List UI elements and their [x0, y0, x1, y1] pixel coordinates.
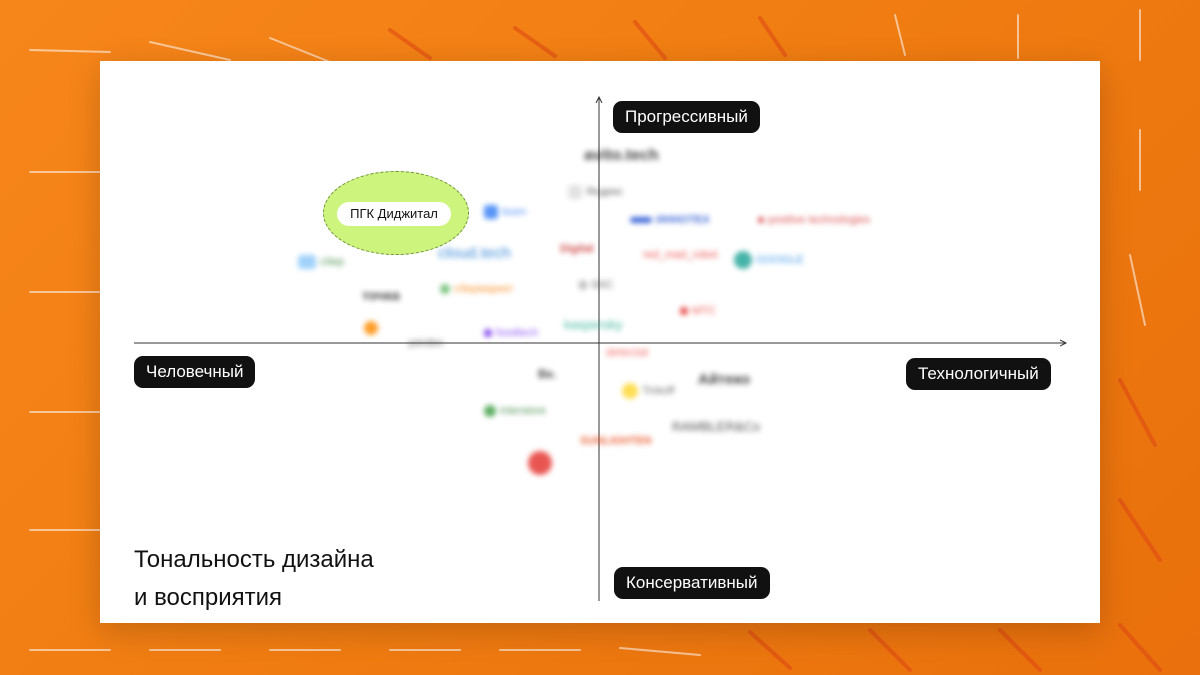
logos-blurred-field: avito.tech Яндекс team ИННОТЕХ positive …	[288, 141, 908, 496]
logo-item: yandex	[408, 337, 444, 349]
map-caption: Тональность дизайна и восприятия	[134, 541, 374, 617]
logo-item: Digital	[560, 243, 594, 255]
logo-item	[528, 451, 552, 475]
logo-item: GOOGLE	[734, 251, 804, 269]
axis-label-human: Человечный	[134, 356, 256, 388]
logo-item: ИННОТЕХ	[630, 214, 710, 226]
logo-item: positive technologies	[758, 214, 870, 226]
logo-item: cloud.tech	[438, 245, 511, 262]
logo-item: team	[484, 205, 526, 219]
logo-item: МТС	[680, 305, 716, 317]
logo-item: сбер	[298, 255, 344, 269]
logo-item: foodtech	[484, 327, 538, 339]
logo-item: kaspersky	[564, 317, 623, 332]
logo-item: точка	[362, 287, 400, 303]
axes	[134, 61, 1100, 601]
axis-label-progressive: Прогрессивный	[613, 101, 760, 133]
caption-line-2: и восприятия	[134, 584, 283, 611]
highlight-company-label: ПГК Диджитал	[337, 202, 451, 226]
logo-item: RAMBLER&Co	[672, 419, 761, 434]
caption-line-1: Тональность дизайна	[134, 546, 374, 573]
axis-label-conservative: Консервативный	[614, 567, 770, 599]
logo-item: red_mad_robot	[643, 249, 718, 261]
logo-item: Tinkoff	[622, 383, 674, 399]
logo-item: avito.tech	[584, 147, 659, 164]
logo-item: Be.	[538, 367, 557, 381]
axis-label-technological: Технологичный	[906, 358, 1051, 390]
positioning-map-card: avito.tech Яндекс team ИННОТЕХ positive …	[100, 61, 1100, 623]
logo-item: Яндекс	[568, 185, 623, 199]
logo-item: SUNLIGHTEN	[580, 435, 652, 447]
logo-item: БКС	[578, 279, 613, 291]
logo-item	[364, 321, 378, 335]
logo-item: interstore	[484, 405, 546, 417]
logo-item: detectal	[606, 345, 649, 359]
logo-item: Айтеко	[698, 371, 751, 388]
logo-item: сбермаркет	[440, 283, 513, 295]
